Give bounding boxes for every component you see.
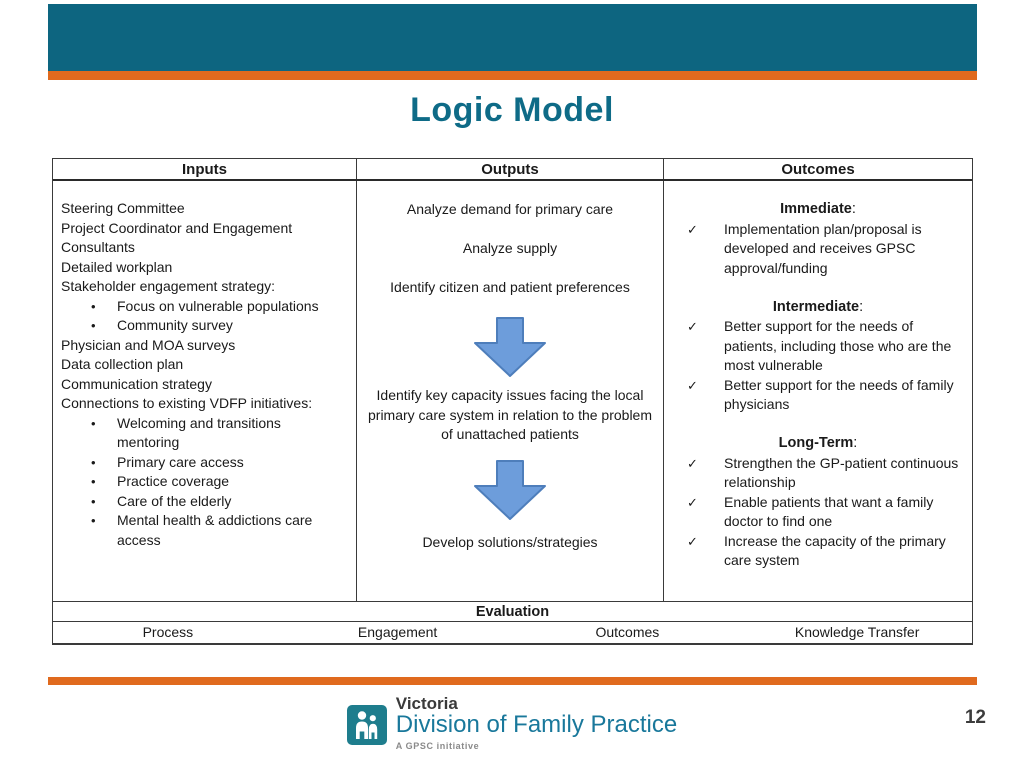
input-bullet-text: Community survey <box>117 317 233 333</box>
bullet-icon: • <box>91 298 96 314</box>
outcomes-section-immediate: Immediate: ✓ Implementation plan/proposa… <box>664 200 972 278</box>
column-header-inputs: Inputs <box>182 161 227 178</box>
bullet-icon: • <box>91 474 96 489</box>
input-bullet-text: Practice coverage <box>117 473 230 489</box>
outcome-item: ✓ Enable patients that want a family doc… <box>664 493 972 532</box>
header-bar <box>48 4 977 71</box>
checkmark-icon: ✓ <box>687 494 698 510</box>
column-header-outputs: Outputs <box>356 159 664 179</box>
input-item: Steering Committee <box>61 200 185 216</box>
bullet-icon: • <box>91 318 96 333</box>
input-bullet-text: Welcoming and transitions mentoring <box>117 414 281 451</box>
down-arrow-icon <box>474 459 546 520</box>
outcome-item-text: Strengthen the GP-patient continuous rel… <box>724 454 959 491</box>
outcome-item: ✓ Implementation plan/proposal is develo… <box>664 220 972 279</box>
outcome-item: ✓ Better support for the needs of family… <box>664 376 972 415</box>
page-number: 12 <box>964 707 986 728</box>
bullet-icon: • <box>91 415 96 431</box>
footer-logo-text: Victoria Division of Family Practice A G… <box>396 694 677 751</box>
output-step: Identify key capacity issues facing the … <box>368 387 652 442</box>
outcome-item-text: Enable patients that want a family docto… <box>724 493 934 530</box>
evaluation-columns-row: Process Engagement Outcomes Knowledge Tr… <box>53 622 972 643</box>
input-bullet-text: Mental health & addictions care access <box>117 512 313 548</box>
input-bullet-item: • Community survey <box>61 316 353 336</box>
outcomes-cell: Immediate: ✓ Implementation plan/proposa… <box>664 181 972 601</box>
logo-name-label: Division of Family Practice <box>395 711 678 738</box>
evaluation-column-process: Process <box>142 624 194 640</box>
outcome-item: ✓ Increase the capacity of the primary c… <box>664 532 972 571</box>
outcomes-section-heading: Immediate: <box>780 201 856 217</box>
slide-title: Logic Model <box>410 91 614 129</box>
input-bullet-item: • Mental health & addictions care access <box>61 511 353 550</box>
input-bullet-text: Care of the elderly <box>117 492 232 509</box>
output-step: Analyze demand for primary care <box>406 201 614 217</box>
input-item: Stakeholder engagement strategy: <box>61 278 276 294</box>
table-body-row: Steering Committee Project Coordinator a… <box>53 181 972 601</box>
footer-accent-bar <box>48 677 977 685</box>
footer-logo: Victoria Division of Family Practice A G… <box>0 694 1024 751</box>
evaluation-column-knowledge-transfer: Knowledge Transfer <box>794 624 920 640</box>
input-item: Data collection plan <box>61 356 184 372</box>
outcomes-section-heading: Intermediate: <box>772 298 864 315</box>
inputs-cell: Steering Committee Project Coordinator a… <box>53 181 356 601</box>
input-bullet-item: • Practice coverage <box>61 472 353 492</box>
input-bullet-item: • Focus on vulnerable populations <box>61 297 353 317</box>
outputs-cell: Analyze demand for primary care Analyze … <box>356 181 664 601</box>
down-arrow-icon <box>474 317 546 377</box>
logo-city-label: Victoria <box>395 694 458 713</box>
outcome-item: ✓ Strengthen the GP-patient continuous r… <box>664 454 972 493</box>
outcomes-section-intermediate: Intermediate: ✓ Better support for the n… <box>664 298 972 415</box>
checkmark-icon: ✓ <box>687 455 698 471</box>
outcome-item-text: Implementation plan/proposal is develope… <box>724 220 922 276</box>
checkmark-icon: ✓ <box>687 319 698 334</box>
logo-tagline-label: A GPSC initiative <box>395 741 480 751</box>
input-item: Connections to existing VDFP initiatives… <box>61 395 313 411</box>
checkmark-icon: ✓ <box>687 221 698 237</box>
logic-model-table: Inputs Outputs Outcomes Steering Committ… <box>52 158 973 645</box>
input-item: Project Coordinator and Engagement Consu… <box>61 219 293 256</box>
input-bullet-item: • Care of the elderly <box>61 492 353 512</box>
input-item: Communication strategy <box>61 375 212 392</box>
table-header-row: Inputs Outputs Outcomes <box>53 159 972 181</box>
outcomes-section-long-term: Long-Term: ✓ Strengthen the GP-patient c… <box>664 434 972 571</box>
division-logo-icon <box>346 705 387 745</box>
input-item: Detailed workplan <box>61 258 173 275</box>
input-bullet-item: • Primary care access <box>61 453 353 473</box>
bullet-icon: • <box>91 513 96 528</box>
output-step: Analyze supply <box>462 240 558 256</box>
evaluation-header: Evaluation <box>53 601 972 622</box>
input-item: Physician and MOA surveys <box>61 336 236 353</box>
bullet-icon: • <box>91 493 96 509</box>
evaluation-column-outcomes: Outcomes <box>595 624 660 640</box>
outcome-item-text: Increase the capacity of the primary car… <box>724 532 946 569</box>
input-bullet-text: Primary care access <box>117 453 244 470</box>
checkmark-icon: ✓ <box>687 377 698 393</box>
input-bullet-text: Focus on vulnerable populations <box>117 297 319 314</box>
outcome-item-text: Better support for the needs of family p… <box>724 376 954 413</box>
outcomes-section-heading: Long-Term: <box>778 435 858 451</box>
outcome-item: ✓ Better support for the needs of patien… <box>664 317 972 376</box>
output-step: Identify citizen and patient preferences <box>390 279 630 295</box>
evaluation-column-engagement: Engagement <box>357 624 438 640</box>
input-bullet-item: • Welcoming and transitions mentoring <box>61 414 353 453</box>
checkmark-icon: ✓ <box>687 533 698 549</box>
output-step: Develop solutions/strategies <box>422 533 598 550</box>
column-header-outcomes: Outcomes <box>781 161 855 178</box>
outcome-item-text: Better support for the needs of patients… <box>724 318 952 373</box>
bullet-icon: • <box>91 454 96 470</box>
header-accent-bar <box>48 71 977 80</box>
